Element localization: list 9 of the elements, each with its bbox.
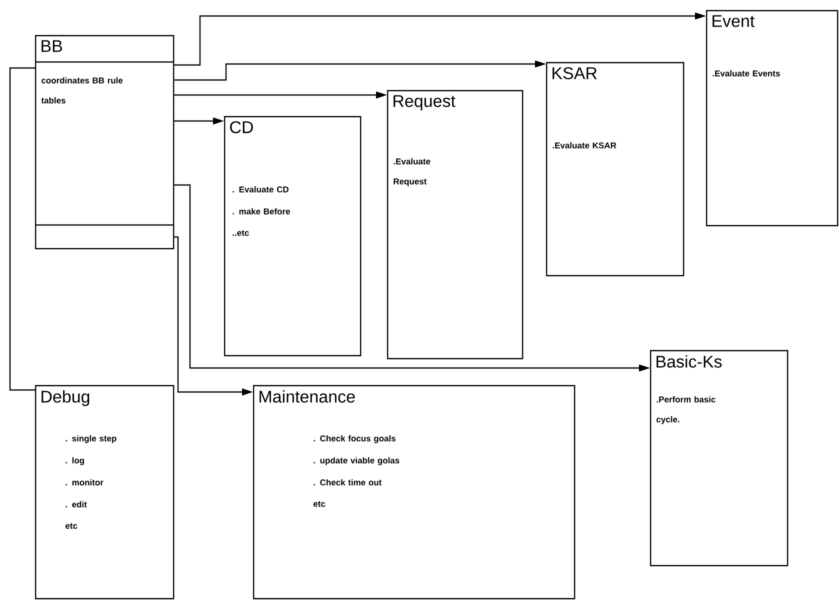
module-box: Request .Evaluate Request bbox=[387, 90, 524, 360]
connector-line bbox=[9, 67, 35, 391]
module-box: Debug . single step . log . monitor . edit etc bbox=[35, 385, 174, 600]
module-box: CD . Evaluate CD . make Before ..etc bbox=[224, 116, 362, 356]
module-box: Basic-Ks .Perform basic cycle. bbox=[650, 350, 788, 566]
module-box: KSAR .Evaluate KSAR bbox=[546, 62, 684, 276]
module-box: Maintenance . Check focus goals . update viable golas . Check time out etc bbox=[253, 385, 576, 600]
module-box: Event .Evaluate Events bbox=[706, 10, 838, 226]
module-box: BB coordinates BB rule tables bbox=[35, 35, 174, 250]
